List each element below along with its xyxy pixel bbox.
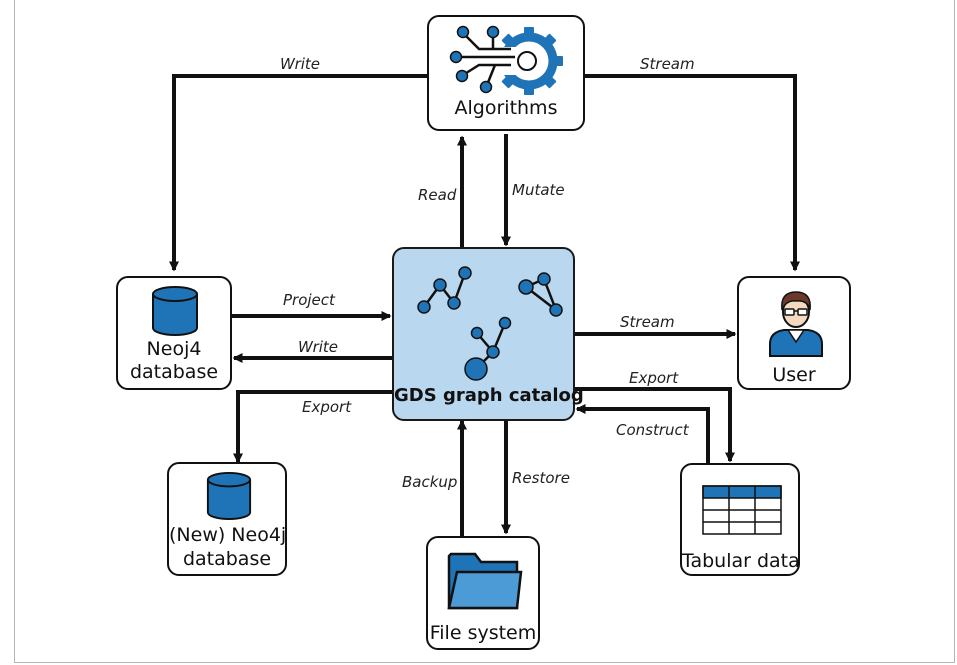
edge-label-export-db: Export (302, 398, 352, 416)
neo4j-label-line1: Neoj4 (146, 338, 202, 360)
node-tabular-data: Tabular data (680, 463, 800, 576)
edge-label-export-tabular: Export (629, 369, 679, 387)
gds-label: GDS graph catalog (394, 385, 584, 406)
edge-algorithms-stream-user (585, 74, 800, 272)
edge-label-algorithms-write: Write (280, 55, 321, 73)
user-avatar-icon (769, 291, 823, 357)
edge-label-project: Project (283, 291, 335, 309)
edge-label-construct: Construct (616, 421, 689, 439)
edge-algorithms-write-neo4j (169, 74, 427, 272)
folder-icon (447, 552, 523, 610)
algorithms-gear-icon (449, 25, 563, 95)
neo4j-label-line2: database (129, 361, 219, 383)
graph-network-icon (417, 266, 563, 381)
node-neo4j-database: Neoj4 database (116, 276, 232, 390)
node-algorithms: Algorithms (427, 15, 585, 131)
database-cylinder-icon (206, 472, 252, 520)
node-user: User (737, 276, 851, 390)
edge-label-write: Write (298, 338, 339, 356)
edge-label-restore: Restore (512, 469, 570, 487)
edge-label-algorithms-stream: Stream (640, 55, 695, 73)
table-icon (702, 485, 782, 535)
figure-frame (14, 0, 955, 663)
algorithms-label: Algorithms (454, 97, 558, 119)
user-label: User (772, 364, 816, 386)
new-neo4j-label-line1: (New) Neo4j (169, 524, 287, 546)
node-new-neo4j-database: (New) Neo4j database (167, 462, 287, 576)
edge-export-new-db (233, 390, 392, 464)
node-gds-graph-catalog: GDS graph catalog (392, 247, 584, 421)
edge-export-tabular (575, 387, 735, 463)
edge-label-stream-user: Stream (620, 313, 675, 331)
edge-label-mutate: Mutate (512, 181, 565, 199)
file-system-label: File system (429, 622, 537, 644)
edge-label-read: Read (418, 186, 457, 204)
database-cylinder-icon (152, 286, 198, 336)
node-file-system: File system (426, 536, 540, 650)
edge-construct (575, 404, 710, 463)
edge-label-backup: Backup (402, 473, 458, 491)
new-neo4j-label-line2: database (182, 548, 272, 570)
tabular-label: Tabular data (682, 550, 800, 572)
